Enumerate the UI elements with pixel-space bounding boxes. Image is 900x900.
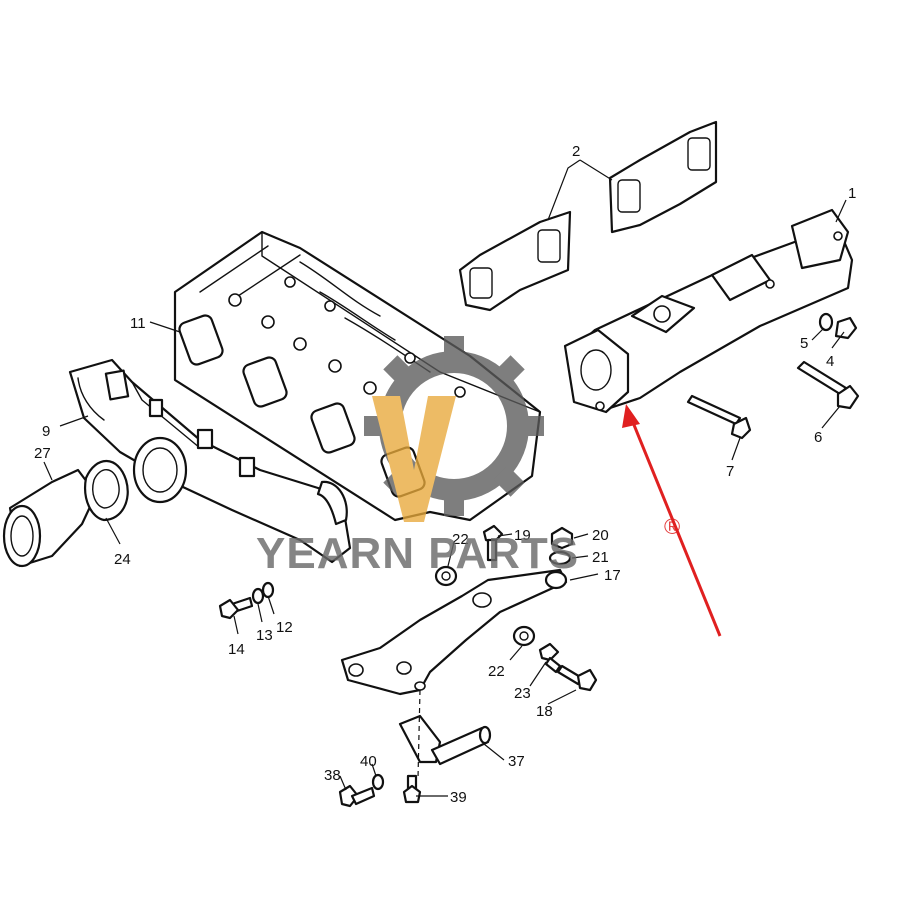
callout-12: 12 [276,619,293,636]
callout-27: 27 [34,445,51,462]
bolt-14 [218,596,254,620]
bolt-23 [538,642,562,674]
callout-22-lower: 22 [488,663,505,680]
callout-11: 11 [130,315,146,332]
bolt-39 [402,774,422,804]
inlet-gasket [84,460,129,522]
support-pin-37 [398,714,492,766]
callout-17: 17 [604,567,621,584]
callout-labels: 1 2 4 5 6 7 9 11 12 13 14 17 18 19 20 21… [34,143,856,806]
callout-13: 13 [256,627,273,644]
brand-v-mark [372,396,456,522]
washer-13 [251,587,265,605]
stud-6 [796,360,860,410]
bracket-17 [340,568,568,696]
bolt-19 [482,524,504,562]
exhaust-gasket-right [608,120,718,234]
bolt-18 [556,664,598,692]
callout-2: 2 [572,143,580,160]
watermark-brand-text: YEARN PARTS [256,529,579,578]
callout-4: 4 [826,353,834,370]
callout-37: 37 [508,753,525,770]
washer-5 [818,312,834,332]
intake-manifold [68,358,352,564]
highlight-arrow [622,404,722,637]
inlet-elbow [2,468,98,568]
nut-20 [550,526,574,550]
callout-1: 1 [848,185,856,202]
exhaust-gasket-left [458,210,572,312]
callout-7: 7 [726,463,734,480]
washer-40 [371,773,385,791]
watermark-logo [364,336,544,522]
nut-4 [834,316,858,340]
callout-6: 6 [814,429,822,446]
callout-5: 5 [800,335,808,352]
callout-20: 20 [592,527,609,544]
callout-21: 21 [592,549,609,566]
callout-14: 14 [228,641,245,658]
callout-23: 23 [514,685,531,702]
callout-38: 38 [324,767,341,784]
callout-24: 24 [114,551,131,568]
bolt-7 [686,394,752,440]
washer-21 [548,550,572,566]
leader-lines [43,159,847,797]
washer-12 [261,581,275,599]
callout-18: 18 [536,703,553,720]
exhaust-manifold [563,208,854,414]
cylinder-head [173,230,542,522]
callout-22-upper: 22 [452,531,469,548]
callout-40: 40 [360,753,377,770]
registered-mark: ® [664,514,680,539]
callout-39: 39 [450,789,467,806]
callout-19: 19 [514,527,531,544]
bolt-38 [338,784,376,808]
callout-9: 9 [42,423,50,440]
spacer-22-lower [512,625,536,647]
spacer-22-upper [434,565,458,587]
